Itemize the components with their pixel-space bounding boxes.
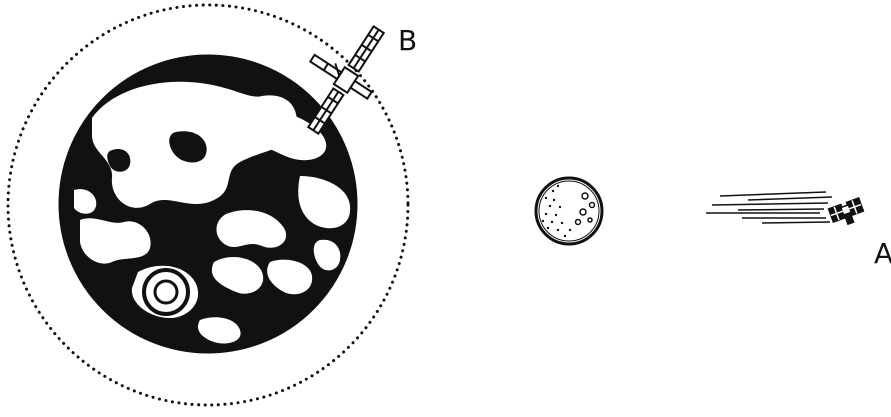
- satellite-a-label: A: [874, 240, 891, 268]
- earth-icon: [60, 56, 356, 352]
- satellite-a-icon: [706, 192, 866, 229]
- satellite-b-label: B: [398, 27, 417, 55]
- moon-icon: [536, 178, 602, 244]
